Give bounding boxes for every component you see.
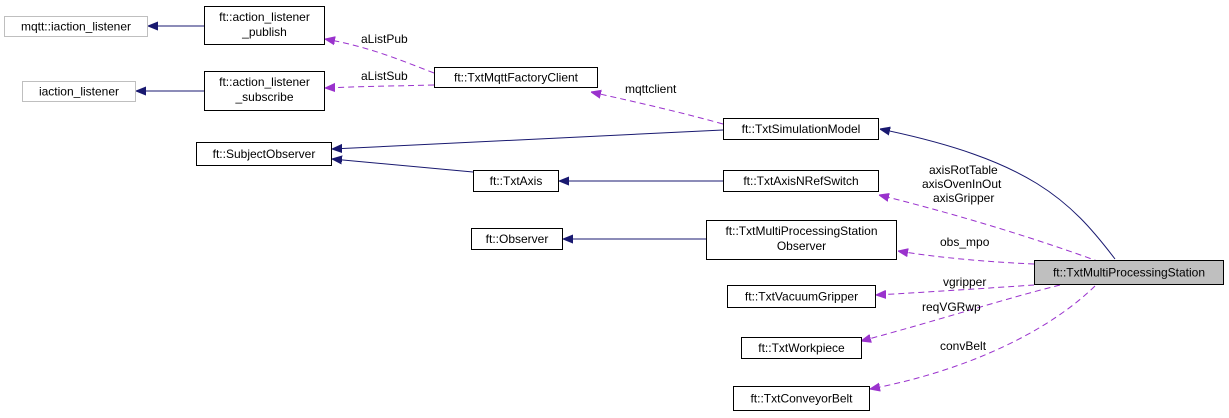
node-observer[interactable]: ft::Observer <box>471 228 563 250</box>
node-txt-workpiece[interactable]: ft::TxtWorkpiece <box>741 337 862 359</box>
svg-text:iaction_listener: iaction_listener <box>39 85 119 99</box>
edge-mqttclient <box>591 92 724 125</box>
edge-label-axis-gripper: axisGripper <box>933 191 994 205</box>
svg-text:_publish: _publish <box>241 25 287 39</box>
node-txt-axis-nref-switch[interactable]: ft::TxtAxisNRefSwitch <box>723 170 879 192</box>
edge-label-req-vgr-wp: reqVGRwp <box>922 300 981 314</box>
svg-text:ft::SubjectObserver: ft::SubjectObserver <box>213 147 316 161</box>
node-txt-multi-processing-station: ft::TxtMultiProcessingStation <box>1034 260 1224 285</box>
node-txt-vacuum-gripper[interactable]: ft::TxtVacuumGripper <box>727 285 876 308</box>
edge-req-vgr-wp <box>861 284 1061 341</box>
edge-mps-inherits-simulation-model <box>880 129 1116 260</box>
edge-a-list-pub <box>325 39 435 74</box>
node-mps-observer[interactable]: ft::TxtMultiProcessingStation Observer <box>706 220 897 260</box>
edge-conv-belt <box>870 285 1096 389</box>
svg-text:ft::TxtAxis: ft::TxtAxis <box>490 174 543 188</box>
svg-text:ft::action_listener: ft::action_listener <box>219 10 310 24</box>
edge-axis-inherits-subject-observer <box>332 159 474 173</box>
node-action-listener-subscribe[interactable]: ft::action_listener _subscribe <box>204 71 325 111</box>
svg-text:ft::Observer: ft::Observer <box>486 232 549 246</box>
node-txt-mqtt-factory-client[interactable]: ft::TxtMqttFactoryClient <box>434 67 598 88</box>
svg-text:ft::TxtMultiProcessingStation: ft::TxtMultiProcessingStation <box>725 224 877 238</box>
svg-text:ft::TxtSimulationModel: ft::TxtSimulationModel <box>742 122 861 136</box>
edge-obs-mpo <box>898 251 1035 265</box>
svg-text:ft::TxtWorkpiece: ft::TxtWorkpiece <box>758 341 845 355</box>
edge-axis-nref-roles <box>879 195 1101 263</box>
edge-label-axis-oven-in-out: axisOvenInOut <box>922 177 1002 191</box>
svg-text:ft::action_listener: ft::action_listener <box>219 75 310 89</box>
node-txt-conveyor-belt[interactable]: ft::TxtConveyorBelt <box>733 386 870 411</box>
node-subject-observer[interactable]: ft::SubjectObserver <box>196 142 332 166</box>
edge-label-obs-mpo: obs_mpo <box>940 235 990 249</box>
edge-label-mqttclient: mqttclient <box>625 82 677 96</box>
edge-label-axis-rot-table: axisRotTable <box>929 163 998 177</box>
svg-text:ft::TxtVacuumGripper: ft::TxtVacuumGripper <box>745 290 858 304</box>
svg-text:ft::TxtConveyorBelt: ft::TxtConveyorBelt <box>750 392 853 406</box>
node-iaction-listener: iaction_listener <box>22 81 136 102</box>
svg-text:ft::TxtMqttFactoryClient: ft::TxtMqttFactoryClient <box>454 71 579 85</box>
edge-label-a-list-pub: aListPub <box>361 32 408 46</box>
node-txt-axis[interactable]: ft::TxtAxis <box>473 170 559 192</box>
edge-label-vgripper: vgripper <box>943 275 986 289</box>
edge-label-a-list-sub: aListSub <box>361 69 408 83</box>
node-action-listener-publish[interactable]: ft::action_listener _publish <box>204 6 325 45</box>
edge-a-list-sub <box>325 85 435 88</box>
edge-label-conv-belt: convBelt <box>940 339 987 353</box>
svg-text:Observer: Observer <box>777 239 826 253</box>
svg-text:mqtt::iaction_listener: mqtt::iaction_listener <box>21 20 131 34</box>
edge-simulation-model-inherits-subject-observer <box>332 129 724 149</box>
svg-text:_subscribe: _subscribe <box>234 90 293 104</box>
node-mqtt-iaction-listener: mqtt::iaction_listener <box>4 16 148 37</box>
svg-text:ft::TxtAxisNRefSwitch: ft::TxtAxisNRefSwitch <box>743 174 858 188</box>
node-txt-simulation-model[interactable]: ft::TxtSimulationModel <box>723 118 879 140</box>
edge-vgripper <box>876 284 1035 295</box>
svg-text:ft::TxtMultiProcessingStation: ft::TxtMultiProcessingStation <box>1053 266 1205 280</box>
